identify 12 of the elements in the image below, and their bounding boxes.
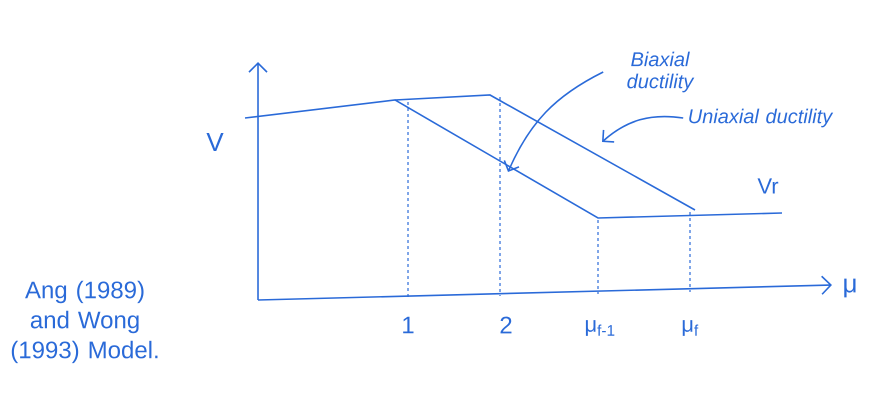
label-text: μ$_{f}$ <box>682 320 698 336</box>
annotation-text: Uniaxial ductility <box>689 108 834 128</box>
leader-arrow <box>602 116 684 143</box>
label-text: μ$_{f-1}$ <box>586 320 614 336</box>
label-text: Vr <box>758 178 778 194</box>
leader-arrow <box>504 71 604 172</box>
label-text: V <box>206 133 224 151</box>
annotation-text: Biaxial ductility <box>627 52 694 92</box>
label-text: 1 <box>403 316 414 334</box>
label-text: Ang (1989) and Wong (1993) Model. <box>12 280 158 364</box>
label-text: μ <box>844 278 856 298</box>
label-text: 2 <box>500 316 512 334</box>
